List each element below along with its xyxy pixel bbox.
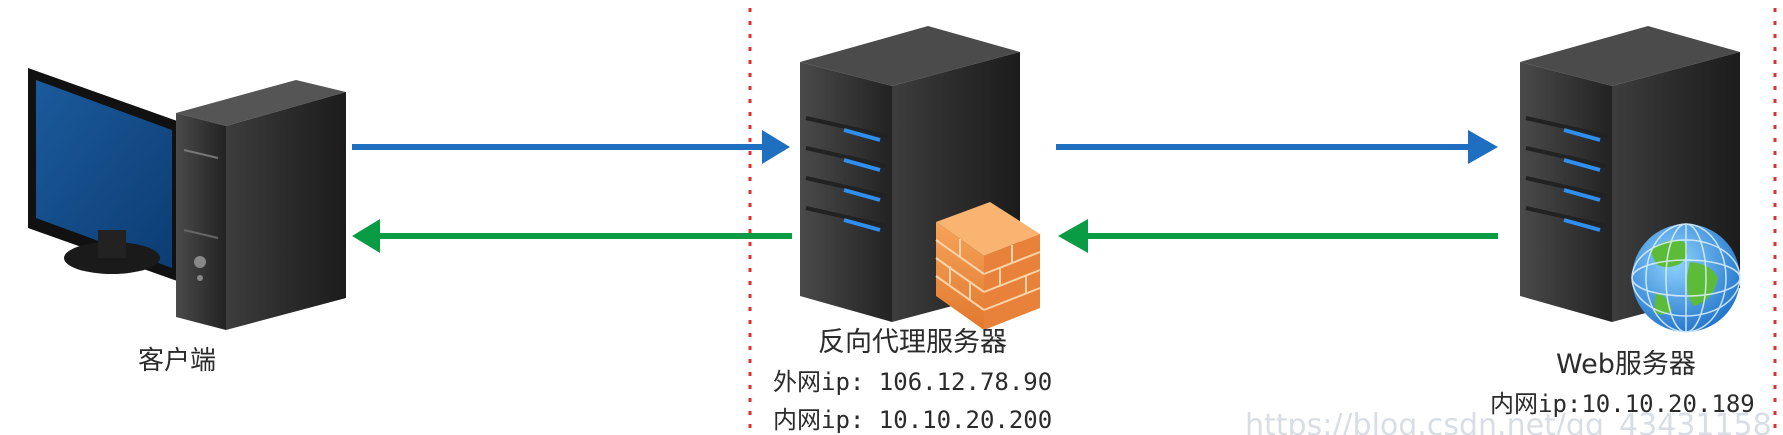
desktop-computer-icon bbox=[28, 68, 346, 330]
response-arrow-web-to-proxy bbox=[1058, 219, 1498, 253]
request-arrow-proxy-to-web bbox=[1056, 130, 1498, 164]
proxy-internal-ip: 内网ip: 10.10.20.200 bbox=[773, 406, 1053, 434]
server-globe-icon bbox=[1520, 26, 1741, 333]
server-firewall-icon bbox=[800, 26, 1041, 330]
web-server-label: Web服务器 bbox=[1556, 349, 1696, 380]
proxy-label: 反向代理服务器 bbox=[818, 327, 1007, 358]
firewall-icon bbox=[935, 202, 1041, 330]
watermark: https://blog.csdn.net/qq_43431158 bbox=[1245, 408, 1772, 435]
proxy-external-ip: 外网ip: 106.12.78.90 bbox=[773, 368, 1053, 396]
web-server-internal-ip: 内网ip:10.10.20.189 bbox=[1490, 390, 1755, 418]
response-arrow-proxy-to-client bbox=[352, 219, 792, 253]
request-arrow-client-to-proxy bbox=[352, 130, 790, 164]
client-label: 客户端 bbox=[138, 346, 217, 376]
globe-icon bbox=[1631, 223, 1741, 333]
